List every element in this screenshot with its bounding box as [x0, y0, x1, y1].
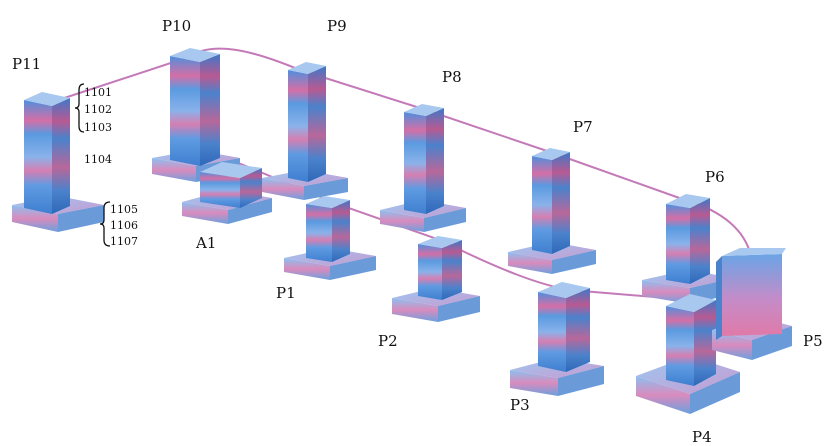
lower-brace	[99, 201, 111, 247]
abutment-side	[240, 168, 262, 208]
footing-side	[752, 326, 792, 360]
column-front	[404, 112, 426, 214]
column-top	[418, 236, 462, 248]
column-front	[418, 244, 442, 300]
column-side	[200, 54, 220, 166]
column-top	[722, 248, 786, 256]
footing-side	[690, 372, 740, 414]
label-p3: P3	[510, 396, 530, 414]
pier-p1	[284, 196, 376, 280]
column-side	[52, 98, 70, 214]
label-segment-1106: 1106	[110, 219, 138, 232]
footing-side	[304, 178, 348, 200]
column-top	[170, 48, 220, 62]
column-side	[552, 152, 570, 254]
footing-front	[392, 298, 438, 322]
footing-front	[182, 202, 228, 224]
label-p11: P11	[12, 55, 41, 73]
column-side	[694, 300, 716, 386]
pier-p9	[262, 62, 348, 200]
column-side	[690, 198, 710, 284]
column-side	[566, 288, 590, 372]
footing-front	[262, 178, 304, 200]
column-front	[666, 306, 694, 386]
column-top	[306, 196, 350, 208]
label-p10: P10	[162, 17, 191, 35]
label-segment-1102: 1102	[84, 103, 112, 116]
cable-lines	[45, 47, 753, 302]
column-front	[288, 70, 308, 182]
footing-side	[424, 208, 466, 232]
label-p7: P7	[573, 118, 593, 136]
label-p1: P1	[276, 284, 296, 302]
pier-p8	[380, 104, 466, 232]
label-p8: P8	[442, 68, 462, 86]
label-segment-1101: 1101	[84, 86, 112, 99]
column-front	[532, 156, 552, 254]
upper-brace	[74, 83, 85, 133]
column-side	[332, 200, 350, 262]
footing-side	[228, 198, 272, 224]
pier-p7	[508, 148, 596, 274]
column-front	[722, 254, 782, 336]
pier-p3	[510, 282, 604, 396]
column-top	[24, 92, 70, 106]
segment-labels: 1101 1102 1103 1104 1105 1106 1107	[84, 86, 138, 248]
column-front	[24, 100, 52, 214]
pier-p5	[712, 248, 792, 360]
column-top	[288, 62, 326, 74]
pier-p11	[12, 92, 104, 232]
label-segment-1103: 1103	[84, 121, 112, 134]
pier-p4	[636, 294, 740, 414]
segment-braces	[74, 83, 111, 247]
label-a1: A1	[195, 234, 216, 252]
column-top	[532, 148, 570, 160]
label-p9: P9	[327, 17, 347, 35]
column-front	[666, 204, 690, 284]
column-front	[306, 204, 332, 262]
label-segment-1107: 1107	[110, 235, 138, 248]
column-top	[538, 282, 590, 298]
upper-cable	[45, 47, 753, 263]
footing-side	[558, 366, 604, 396]
footing-side	[330, 256, 376, 280]
abutment-a1	[182, 162, 272, 224]
footing-front	[284, 258, 330, 280]
label-p6: P6	[705, 168, 725, 186]
abutment-front	[200, 172, 240, 208]
label-segment-1104: 1104	[84, 153, 112, 166]
pier-p10	[152, 48, 240, 182]
column-top	[404, 104, 444, 116]
label-p2: P2	[378, 332, 398, 350]
pier-p2	[392, 236, 480, 322]
footing-front	[712, 330, 752, 360]
footing-front	[380, 210, 424, 232]
label-p5: P5	[803, 332, 823, 350]
column-side	[442, 240, 462, 300]
column-side	[716, 256, 722, 340]
label-p4: P4	[692, 428, 712, 446]
column-side	[308, 66, 326, 182]
column-top	[666, 194, 710, 208]
abutment-top	[200, 162, 262, 178]
column-front	[170, 56, 200, 166]
footing-side	[438, 296, 480, 322]
column-front	[538, 292, 566, 372]
footing-front	[510, 370, 558, 396]
column-top	[666, 294, 716, 312]
footing-front	[642, 280, 690, 304]
footing-front	[508, 252, 552, 274]
pier-p6	[642, 194, 734, 304]
footing-front	[636, 376, 690, 414]
label-segment-1105: 1105	[110, 203, 138, 216]
footing-front	[152, 158, 196, 182]
column-side	[426, 108, 444, 214]
footing-side	[58, 205, 104, 232]
pier-labels: P11 P10 P9 P8 P7 P6 P5 P4 P3 P2 P1 A1	[12, 17, 823, 446]
footing-side	[552, 250, 596, 274]
